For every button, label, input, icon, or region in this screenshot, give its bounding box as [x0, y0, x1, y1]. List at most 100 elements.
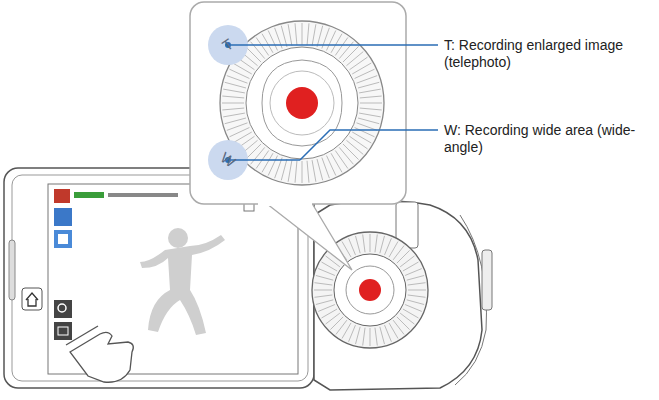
record-dot	[359, 279, 381, 301]
dial-ridge	[349, 325, 356, 342]
dial-ridge	[360, 103, 382, 104]
status-icon	[74, 192, 104, 198]
dial-ridge	[222, 96, 244, 98]
dial-ridge	[343, 144, 359, 160]
lens-ring	[482, 250, 492, 310]
pointing-hand	[70, 332, 133, 382]
record-dot-enlarged	[286, 87, 318, 119]
dial-ridge	[307, 161, 309, 183]
dial-ridge	[375, 234, 377, 252]
dial-ridge	[356, 236, 361, 253]
dial-ridge	[222, 103, 244, 104]
leader-line	[231, 159, 300, 161]
dial-ridge	[407, 300, 424, 305]
callout-pointer	[262, 200, 352, 270]
dial-ridge	[229, 128, 249, 137]
dial-ridge	[346, 140, 363, 154]
dial-ridge	[408, 295, 426, 297]
dial-ridge	[316, 276, 333, 281]
dial-ridge	[295, 161, 297, 183]
dial-ridge	[317, 159, 323, 180]
dial-ridge	[359, 89, 381, 93]
dial-inner-ring	[246, 47, 358, 159]
dial-ridge	[335, 37, 348, 55]
dial-ridge	[370, 328, 371, 346]
dial-ridge	[222, 108, 244, 110]
dial-ridge	[349, 238, 356, 255]
dial-ridge	[380, 327, 385, 344]
dial-ridge	[370, 234, 371, 252]
dial-ridge	[355, 69, 375, 78]
dial-ridge	[357, 123, 378, 131]
dial-ridge	[339, 42, 353, 59]
dial-ridge	[268, 30, 277, 50]
lcd-panel	[4, 168, 314, 388]
dial-ridge	[389, 323, 398, 339]
dial-letter: T	[214, 31, 242, 59]
dial-ridge	[302, 161, 303, 183]
dial-ridge	[281, 26, 287, 47]
dial-ridge	[327, 156, 336, 176]
dial-ridge	[251, 147, 265, 164]
dial-ridge	[357, 76, 378, 84]
callout-text: W: Recording wide area (wide-angle)	[444, 122, 644, 156]
dial-ridge	[281, 159, 287, 180]
dial-ridge	[314, 295, 332, 297]
dial-ridge	[343, 46, 359, 62]
dial-ridge	[227, 123, 248, 131]
dial-ridge	[225, 118, 246, 124]
dial-ridge	[262, 153, 273, 172]
dial-ridge	[350, 57, 368, 70]
dial-ridge	[312, 24, 316, 46]
dial-ridge	[346, 52, 363, 66]
dial-ridge	[307, 23, 309, 45]
dial-ridge	[251, 42, 265, 59]
dial-ridge	[223, 89, 245, 93]
dial-ridge	[385, 238, 392, 255]
dial-ridge	[408, 290, 426, 291]
dial-ridge	[322, 309, 338, 318]
menu-icon	[54, 230, 72, 248]
mode-icon	[54, 189, 70, 203]
callout-box	[190, 2, 406, 204]
dial-ridge	[302, 23, 303, 45]
dial-ridge	[227, 76, 248, 84]
dial-ridge	[288, 160, 292, 182]
dial-ridge	[335, 151, 348, 169]
dial-ridge	[405, 305, 422, 312]
callout-join	[258, 201, 312, 206]
dial-ridge	[295, 23, 297, 45]
dial-ridge	[322, 158, 330, 179]
dial-ridge	[408, 283, 426, 285]
dial-ridge	[385, 325, 392, 342]
dial-ridge	[318, 269, 335, 276]
dial-ridge	[314, 290, 332, 291]
dial-ridge	[380, 236, 385, 253]
callout-text: T: Recording enlarged image (telephoto)	[444, 37, 644, 71]
dial-ridge	[358, 82, 379, 88]
dial-ridge	[225, 82, 246, 88]
dial-ridge	[256, 37, 269, 55]
dial-letter: W	[214, 146, 242, 174]
home-icon	[26, 293, 38, 306]
dial-ridge	[363, 234, 365, 252]
leader-line	[231, 44, 438, 46]
menu-glyph	[58, 234, 68, 244]
dial-ridge	[358, 118, 379, 124]
dial-ridge	[314, 283, 332, 285]
time-bar	[108, 193, 178, 197]
record-button-face	[270, 71, 334, 135]
dial-ridge	[363, 328, 365, 346]
record-button-enlarged	[262, 60, 342, 146]
record-button	[346, 266, 394, 314]
dial-ridge	[312, 160, 316, 182]
dial-ridge	[360, 108, 382, 110]
leader-line	[300, 130, 438, 160]
dial-ridge	[245, 46, 261, 62]
home-button	[22, 288, 42, 310]
play-glyph	[58, 327, 68, 335]
dial-ridge	[233, 63, 252, 74]
zoom-glyph	[58, 304, 66, 312]
dial-ridge	[360, 96, 382, 98]
